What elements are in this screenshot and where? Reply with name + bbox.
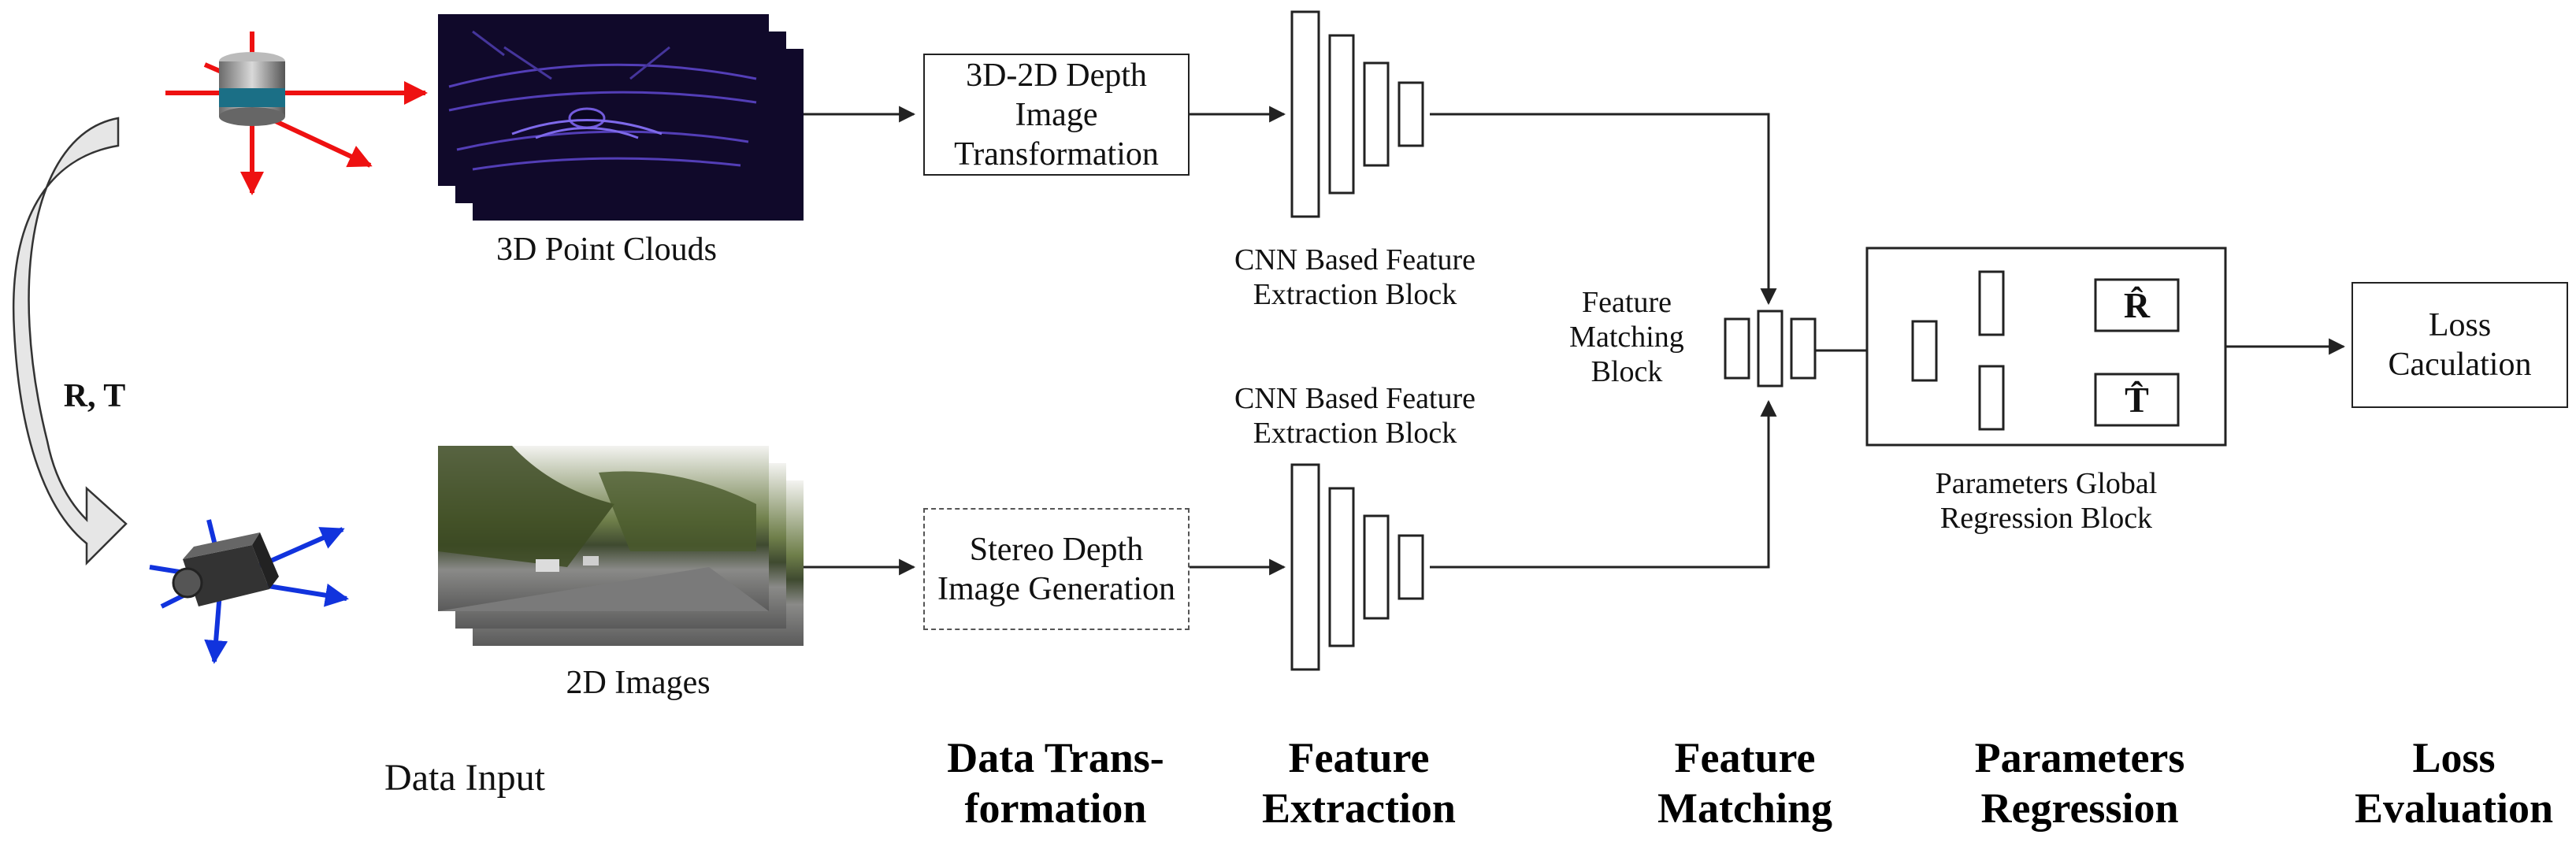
image-label: 2D Images	[566, 665, 711, 701]
depth-transformation-box: 3D-2D Depth Image Transformation	[923, 54, 1190, 176]
stage-feature-extraction: Feature Extraction	[1262, 734, 1456, 832]
stage-parameters-regression: Parameters Regression	[1974, 734, 2185, 832]
regression-label: Parameters Global Regression Block	[1935, 467, 2158, 535]
stereo-depth-box: Stereo Depth Image Generation	[923, 508, 1190, 630]
point-cloud-stack	[438, 14, 804, 221]
cnn-top-label: CNN Based Feature Extraction Block	[1234, 243, 1476, 311]
extrinsic-transform-label: R, T	[63, 378, 126, 414]
lidar-icon	[165, 32, 428, 195]
loss-calculation-box: Loss Caculation	[2351, 282, 2568, 408]
stage-feature-matching: Feature Matching	[1657, 734, 1832, 832]
camera-icon	[149, 519, 349, 664]
stage-data-transformation: Data Trans- formation	[947, 734, 1164, 832]
translation-output-symbol: T̂	[2125, 380, 2149, 420]
point-cloud-label: 3D Point Clouds	[496, 232, 718, 268]
image-stack	[438, 446, 804, 646]
feature-matching-block	[1724, 310, 1817, 388]
data-input-label: Data Input	[384, 757, 545, 799]
cnn-feature-extractor-bottom	[1290, 463, 1424, 671]
stage-loss-evaluation: Loss Evaluation	[2354, 734, 2554, 832]
extrinsic-transform-arrow	[12, 117, 128, 566]
regression-block	[1865, 247, 2227, 447]
cnn-feature-extractor-top	[1290, 10, 1424, 218]
rotation-output-symbol: R̂	[2123, 285, 2151, 325]
cnn-bottom-label: CNN Based Feature Extraction Block	[1234, 382, 1476, 450]
feature-matching-label: Feature Matching Block	[1569, 286, 1684, 388]
